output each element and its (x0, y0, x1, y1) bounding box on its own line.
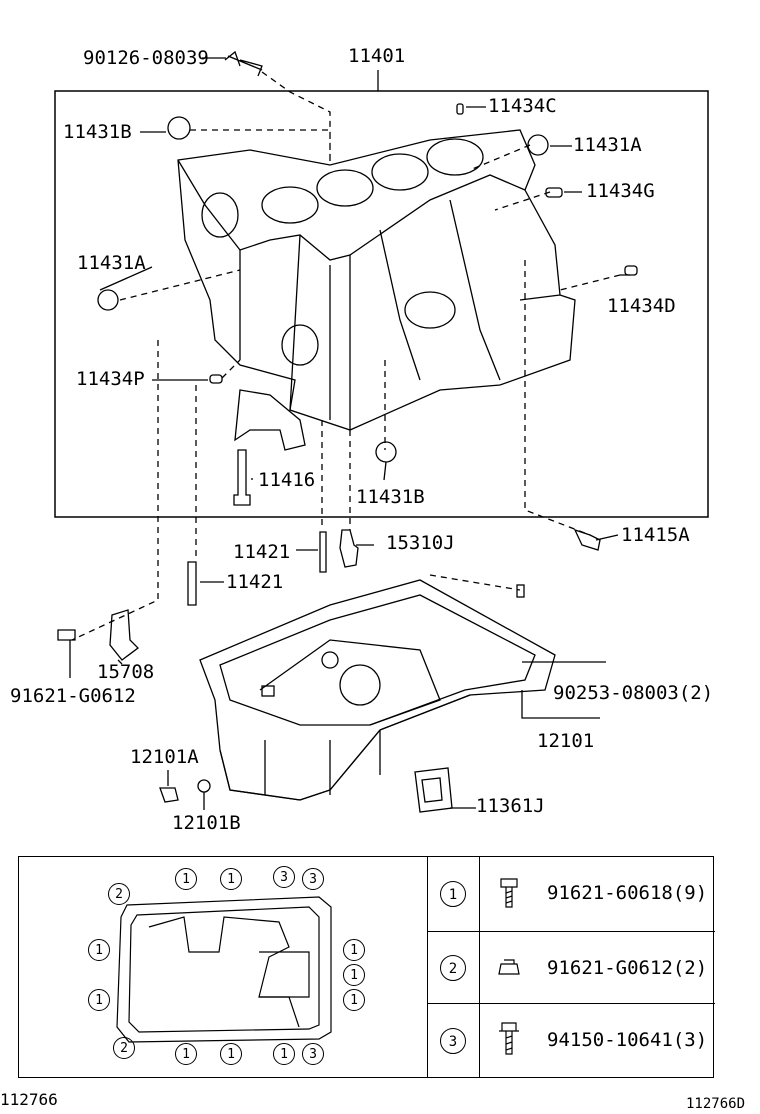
bolt-callout: 1 (220, 1043, 242, 1065)
legend-divider (427, 857, 428, 1077)
bolt-callout: 1 (175, 1043, 197, 1065)
stud-11421-b (187, 561, 197, 606)
label-11434d: 11434D (607, 295, 676, 317)
washer-12101b (197, 779, 211, 793)
oil-pan-drawing (199, 579, 556, 801)
label-11416: 11416 (258, 469, 316, 491)
bolt-91621g (57, 629, 76, 641)
label-11434c: 11434C (488, 95, 557, 117)
gasket-11361j (414, 767, 453, 813)
oil-pan-bolt-pattern (116, 896, 332, 1043)
plug-11431a-left (97, 289, 119, 311)
label-11431b-bottom: 11431B (356, 486, 425, 508)
plug-11431b-bottom (375, 441, 397, 463)
bolt-callout: 1 (273, 1043, 295, 1065)
pin-11434g (545, 187, 563, 198)
legend-part-3: 94150-10641(3) (547, 1029, 708, 1051)
legend-part-2: 91621-G0612(2) (547, 957, 708, 979)
bolt-callout: 2 (108, 883, 130, 905)
bolt-callout: 1 (343, 939, 365, 961)
plug-12101a (159, 787, 179, 803)
bracket-15708 (109, 609, 139, 661)
bolt-callout: 1 (343, 964, 365, 986)
legend-row-3: 3 94150-10641(3) (427, 1003, 715, 1078)
bolt-callout: 2 (113, 1037, 135, 1059)
label-11415a: 11415A (621, 524, 690, 546)
bolt-callout: 1 (88, 939, 110, 961)
label-12101: 12101 (537, 730, 595, 752)
bolt-callout: 1 (220, 868, 242, 890)
legend-part-1: 91621-60618(9) (547, 882, 708, 904)
flange-bolt-icon (500, 878, 518, 908)
bolt-callout: 3 (302, 868, 324, 890)
plug-11431a-right (527, 134, 549, 156)
bolt-callout: 3 (302, 1043, 324, 1065)
label-15708: 15708 (97, 661, 155, 683)
leader-lines (69, 57, 630, 810)
bolt-washer-icon (499, 1022, 519, 1055)
legend-num-2: 2 (440, 955, 466, 981)
footer-code-left: 112766 (0, 1090, 58, 1109)
bolt-legend-box: 2 1 1 3 3 1 1 1 1 1 1 2 1 1 1 3 1 91621-… (18, 856, 715, 1078)
bolt-90126 (224, 50, 263, 77)
bolt-callout: 1 (175, 868, 197, 890)
label-11434g: 11434G (586, 180, 655, 202)
legend-row-1: 1 91621-60618(9) (427, 857, 715, 931)
label-11431a-right: 11431A (573, 134, 642, 156)
dashed-guides (71, 71, 621, 641)
cylinder-block-drawing (177, 129, 576, 451)
label-12101b: 12101B (172, 812, 241, 834)
label-11401: 11401 (348, 45, 406, 67)
label-11431b-top: 11431B (63, 121, 132, 143)
pin-11434d (624, 265, 638, 276)
label-90126-08039: 90126-08039 (83, 47, 209, 69)
label-12101a: 12101A (130, 746, 199, 768)
plug-11431b-top (167, 116, 191, 140)
label-11434p: 11434P (76, 368, 145, 390)
label-90253-08003: 90253-08003(2) (553, 682, 714, 704)
cylinder-block-frame (54, 90, 709, 518)
pin-90253 (516, 584, 525, 598)
drain-11415a (573, 528, 601, 551)
label-91621-g0612: 91621-G0612 (10, 685, 136, 707)
switch-15310j (339, 529, 359, 568)
label-11431a-left: 11431A (77, 252, 146, 274)
label-15310j: 15310J (386, 532, 455, 554)
legend-num-1: 1 (440, 881, 466, 907)
legend-row-2: 2 91621-G0612(2) (427, 931, 715, 1004)
pin-11434p (209, 374, 223, 384)
legend-num-divider (479, 857, 480, 1077)
bolt-callout: 3 (273, 866, 295, 888)
footer-code-right: 112766D (686, 1096, 746, 1112)
flange-nut-icon (498, 959, 520, 975)
bolt-callout: 1 (88, 989, 110, 1011)
bolt-11416 (233, 449, 251, 506)
bolt-callout: 1 (343, 989, 365, 1011)
label-11421-a: 11421 (233, 541, 291, 563)
legend-num-3: 3 (440, 1028, 466, 1054)
label-11421-b: 11421 (226, 571, 284, 593)
pin-11434c (456, 103, 464, 115)
stud-11421-a (319, 531, 327, 573)
label-11361j: 11361J (476, 795, 545, 817)
